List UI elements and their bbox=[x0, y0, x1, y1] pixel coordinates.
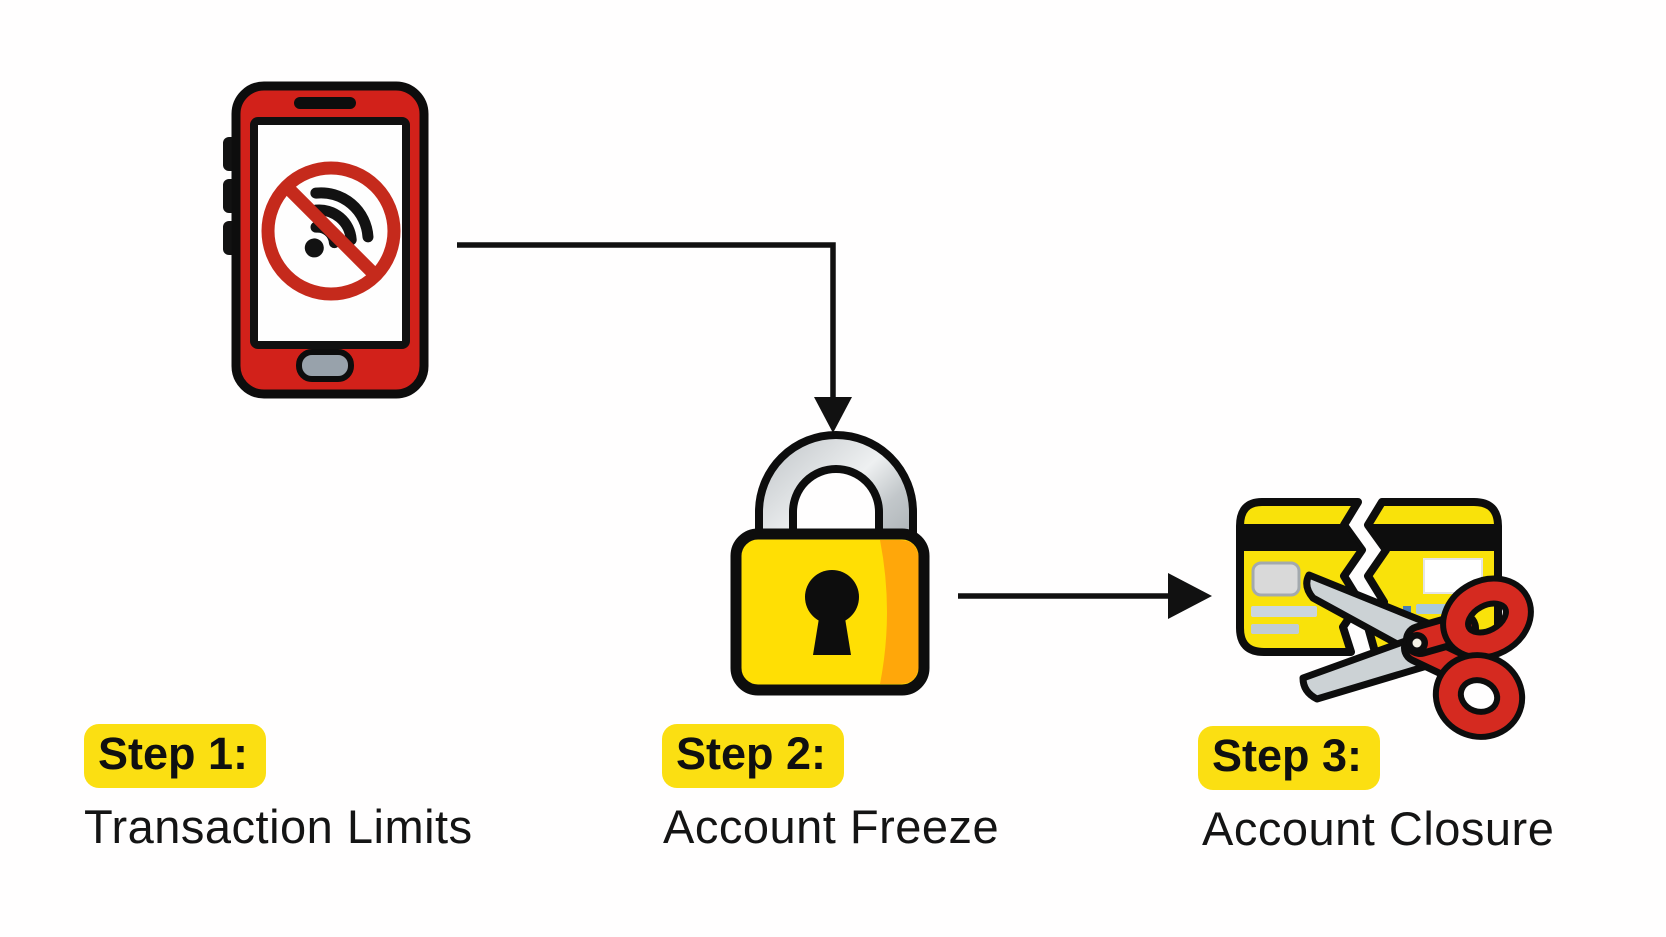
padlock-icon bbox=[730, 431, 930, 696]
step-2-label: Step 2: bbox=[662, 724, 845, 788]
connector-step2-to-step3 bbox=[958, 573, 1212, 619]
connector-step1-to-step2 bbox=[457, 242, 852, 433]
card-number-line bbox=[1251, 624, 1299, 634]
step-3-label: Step 3: bbox=[1198, 726, 1381, 790]
step-1-label: Step 1: bbox=[84, 724, 267, 788]
scissors-handle bbox=[1432, 652, 1526, 740]
card-chip bbox=[1251, 561, 1301, 597]
phone-no-wifi-icon bbox=[223, 81, 429, 399]
arrowhead-right bbox=[1168, 573, 1212, 619]
no-wifi-symbol bbox=[261, 161, 401, 301]
padlock-body-shade bbox=[880, 540, 919, 684]
card-detail-dot bbox=[1403, 606, 1411, 613]
scissors-handle bbox=[1440, 575, 1534, 661]
step-3-badge: Step 3: bbox=[1198, 726, 1381, 790]
card-number-line bbox=[1251, 606, 1317, 617]
keyhole bbox=[805, 570, 859, 655]
step-2-badge: Step 2: bbox=[662, 724, 845, 788]
cut-credit-card-icon bbox=[1236, 498, 1534, 740]
step-1-badge: Step 1: bbox=[84, 724, 267, 788]
phone-home-button bbox=[296, 349, 354, 382]
scissors bbox=[1299, 571, 1534, 740]
step-2-caption: Account Freeze bbox=[663, 800, 1000, 853]
step-1-caption: Transaction Limits bbox=[84, 800, 473, 853]
step-3-caption: Account Closure bbox=[1202, 802, 1555, 855]
arrowhead-down bbox=[814, 397, 852, 433]
phone-speaker bbox=[294, 97, 356, 109]
